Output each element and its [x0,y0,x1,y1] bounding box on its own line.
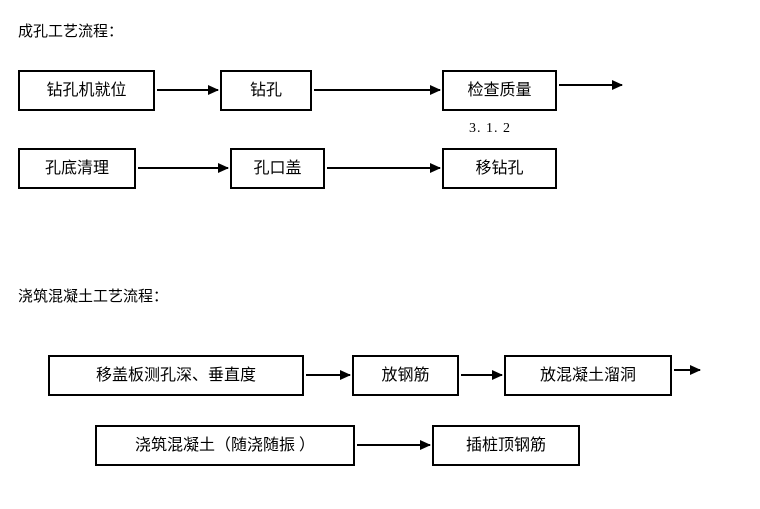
arrow-row2-2 [327,167,440,169]
process-box-label: 插桩顶钢筋 [465,436,546,454]
section-number-note: 3. 1. 2 [469,121,511,136]
process-box-place-rebar[interactable]: 放钢筋 [352,355,459,396]
process-box-insert-pile-top-rebar[interactable]: 插桩顶钢筋 [432,425,580,466]
process-box-drilling[interactable]: 钻孔 [220,70,312,111]
arrow-row1-trailing [559,84,622,86]
process-box-label: 钻孔 [249,81,282,99]
process-box-label: 移盖板测孔深、垂直度 [95,366,256,384]
process-box-move-drill-hole[interactable]: 移钻孔 [442,148,557,189]
process-box-label: 移钻孔 [475,159,524,177]
process-box-label: 检查质量 [467,81,532,99]
arrow-row3-2 [461,374,502,376]
arrow-row1-2 [314,89,440,91]
arrow-row4-1 [357,444,430,446]
process-box-concrete-chute[interactable]: 放混凝土溜洞 [504,355,672,396]
arrow-row3-1 [306,374,350,376]
process-box-quality-inspection[interactable]: 检查质量 [442,70,557,111]
section-heading-concrete-pouring: 浇筑混凝土工艺流程： [18,289,169,305]
section-heading-drilling: 成孔工艺流程： [18,24,124,40]
process-box-move-cover-measure-depth[interactable]: 移盖板测孔深、垂直度 [48,355,304,396]
process-box-label: 孔口盖 [253,159,302,177]
process-box-hole-cover[interactable]: 孔口盖 [230,148,325,189]
process-box-label: 钻孔机就位 [46,81,127,99]
process-box-label: 放钢筋 [381,366,430,384]
process-box-hole-bottom-cleaning[interactable]: 孔底清理 [18,148,136,189]
process-box-label: 放混凝土溜洞 [539,366,636,384]
process-box-pour-concrete-vibrate[interactable]: 浇筑混凝土（随浇随振 ） [95,425,355,466]
arrow-row2-1 [138,167,228,169]
process-box-label: 浇筑混凝土（随浇随振 ） [134,436,315,454]
process-box-drill-rig-in-place[interactable]: 钻孔机就位 [18,70,155,111]
arrow-row1-1 [157,89,218,91]
arrow-row3-trailing [674,369,700,371]
process-box-label: 孔底清理 [44,159,109,177]
